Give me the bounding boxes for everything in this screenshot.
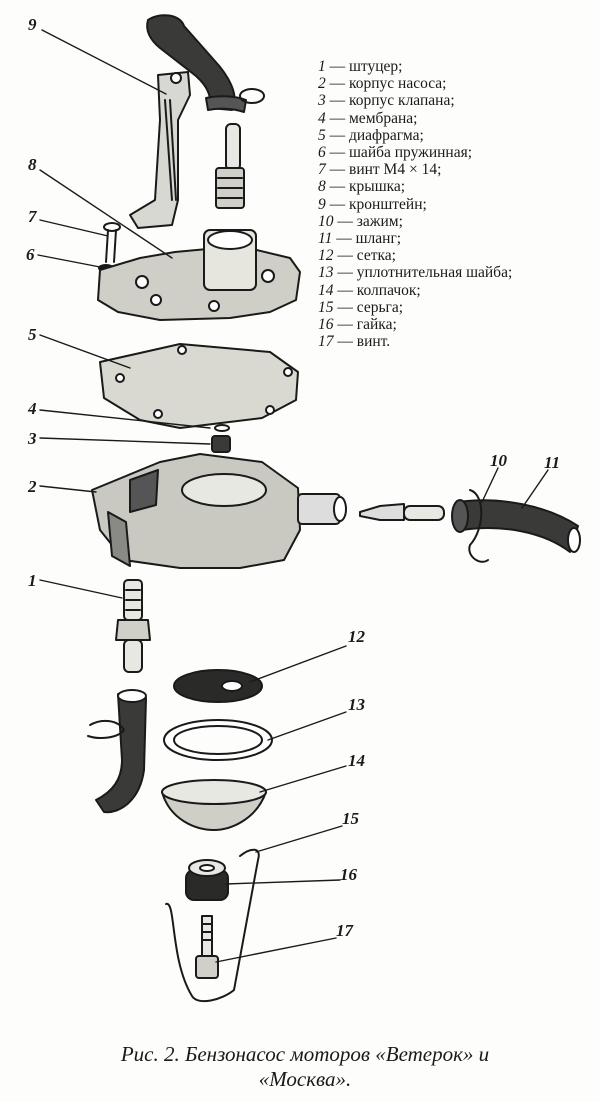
part-nut [185,859,229,901]
part-seal-washer [163,719,273,761]
part-bracket [129,71,191,229]
legend-item: 5 — диафрагма; [318,126,424,144]
callout-16: 16 [340,865,357,884]
part-screw-7 [103,222,121,263]
legend-item: 12 — сетка; [318,247,396,265]
part-cover [97,229,301,321]
part-fitting-1 [115,579,151,673]
legend-item: 1 — штуцер; [318,58,403,75]
callout-13: 13 [348,695,365,714]
part-hose-11 [451,499,581,553]
callout-4: 4 [28,399,37,418]
part-pump-body [91,453,347,569]
legend-item: 16 — гайка; [318,316,397,334]
callout-2: 2 [28,477,37,496]
legend-item: 13 — уплотнительная шайба; [318,264,513,282]
callout-14: 14 [348,751,365,770]
part-cap [161,779,267,831]
part-clamp-10 [468,489,489,563]
part-diaphragm [99,343,299,429]
part-lower-hose [87,689,147,814]
part-top-fitting [215,123,245,209]
legend-item: 14 — колпачок; [318,281,421,299]
callout-17: 17 [336,921,353,940]
legend-item: 15 — серьга; [318,298,404,316]
callout-10: 10 [490,451,507,470]
callout-7: 7 [28,207,37,226]
legend-item: 3 — корпус клапана; [318,92,455,110]
callout-6: 6 [26,245,35,264]
part-valve-body [211,435,231,453]
part-side-fitting [359,503,445,521]
parts-legend: 1 — штуцер; 2 — корпус насоса; 3 — корпу… [318,58,512,350]
callout-1: 1 [28,571,37,590]
callout-8: 8 [28,155,37,174]
legend-item: 17 — винт. [318,333,391,351]
part-screw-17 [195,915,219,979]
callout-11: 11 [544,453,561,472]
legend-item: 11 — шланг; [318,230,402,248]
figure-caption: Рис. 2. Бензонасос моторов «Ветерок» и «… [120,1042,490,1091]
part-screen [173,669,263,703]
legend-item: 6 — шайба пружинная; [318,144,473,162]
part-membrane [214,424,230,432]
legend-item: 8 — крышка; [318,178,406,196]
callout-15: 15 [342,809,359,828]
callout-5: 5 [28,325,37,344]
legend-item: 4 — мембрана; [318,109,418,127]
leader-lines [37,29,549,963]
legend-item: 10 — зажим; [318,212,403,230]
part-bail [165,848,260,1003]
callout-12: 12 [348,627,365,646]
callout-9: 9 [28,15,37,34]
callout-3: 3 [28,429,37,448]
part-top-hose [146,14,265,113]
legend-item: 7 — винт М4 × 14; [318,161,442,179]
legend-item: 2 — корпус насоса; [318,75,447,93]
legend-item: 9 — кронштейн; [318,195,427,213]
